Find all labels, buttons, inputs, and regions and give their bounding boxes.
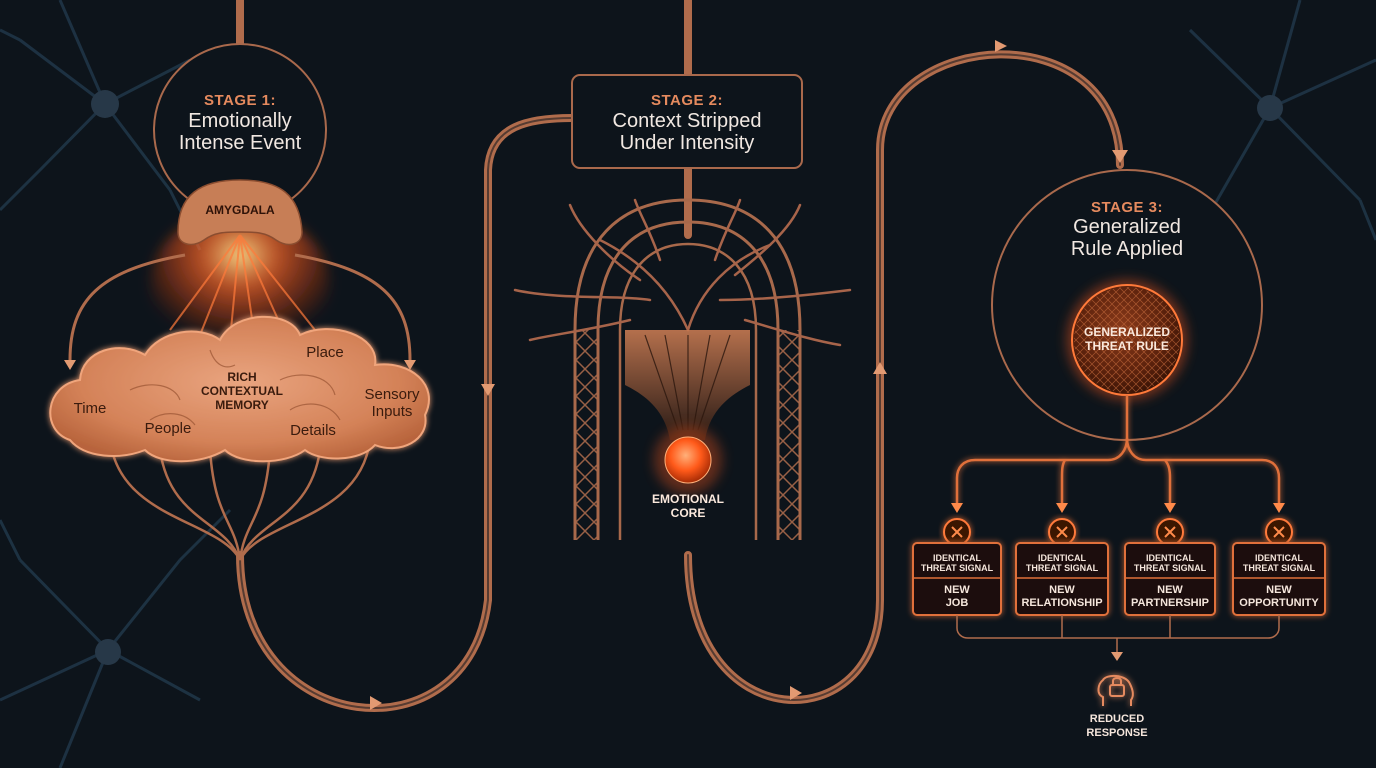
memory-branches	[68, 253, 412, 361]
stage-2-title: Under Intensity	[620, 132, 755, 154]
lock-head-icon	[1097, 674, 1134, 706]
neuron-icon	[0, 508, 232, 768]
branch-arrows	[951, 503, 1285, 513]
emotional-core-label: EMOTIONAL	[652, 492, 724, 506]
x-circle-icon	[1156, 518, 1184, 546]
rule-branches	[955, 395, 1281, 505]
x-circle-icon	[1048, 518, 1076, 546]
arrow-down-icon	[1112, 150, 1128, 163]
threat-rule-label: THREAT RULE	[1085, 339, 1169, 353]
threat-rule-mesh	[1074, 287, 1180, 393]
arrow-down-icon	[1111, 652, 1123, 661]
neuron-icon	[0, 0, 202, 251]
stage-2-box	[571, 74, 803, 169]
stage-2-title: Context Stripped	[613, 110, 762, 132]
arrow-up-icon	[873, 362, 887, 374]
arrow-right-icon	[790, 686, 802, 700]
threat-rule-label: GENERALIZED	[1084, 325, 1170, 339]
stage-3-title: Rule Applied	[1071, 238, 1183, 260]
lattice-left	[575, 330, 598, 540]
signal-label: IDENTICAL	[1038, 553, 1086, 563]
cloud-item-time: Time	[74, 400, 107, 417]
target-label: RELATIONSHIP	[1021, 597, 1102, 609]
arrow-right-icon	[995, 40, 1007, 52]
stage-2: STAGE 2: Context Stripped Under Intensit…	[513, 74, 852, 540]
memory-cloud	[49, 315, 430, 463]
target-label: JOB	[946, 597, 969, 609]
memory-label: CONTEXTUAL	[201, 384, 283, 398]
stage-1-label: STAGE 1:	[204, 92, 276, 109]
target-label: NEW	[1266, 584, 1292, 596]
signal-label: IDENTICAL	[1255, 553, 1303, 563]
cloud-item-sensory: Inputs	[372, 403, 413, 420]
arrow-right-icon	[370, 696, 382, 710]
signal-label: THREAT SIGNAL	[921, 563, 994, 573]
glow-rays	[169, 234, 316, 341]
flow-path-inner	[239, 53, 1121, 709]
memory-label: MEMORY	[215, 398, 269, 412]
neuron-icon	[1148, 0, 1376, 301]
stage-2-label: STAGE 2:	[651, 92, 723, 109]
emotional-core-label: CORE	[671, 506, 706, 520]
arrow-down-icon	[404, 360, 416, 370]
arrow-down-icon	[64, 360, 76, 370]
signal-label: IDENTICAL	[933, 553, 981, 563]
memory-label: RICH	[227, 370, 256, 384]
merge-lines	[956, 615, 1280, 655]
arrow-down-icon	[1273, 503, 1285, 513]
x-circle-icon	[943, 518, 971, 546]
signal-label: THREAT SIGNAL	[1243, 563, 1316, 573]
cloud-item-people: People	[145, 420, 192, 437]
memory-roots	[108, 439, 372, 561]
cloud-folds	[129, 349, 341, 426]
cloud-item-place: Place	[306, 344, 344, 361]
target-label: NEW	[1049, 584, 1075, 596]
stage-1-title: Emotionally	[188, 110, 291, 132]
signal-label: THREAT SIGNAL	[1134, 563, 1207, 573]
target-label: PARTNERSHIP	[1131, 597, 1209, 609]
target-label: OPPORTUNITY	[1239, 597, 1319, 609]
stage-3-title: Generalized	[1073, 216, 1181, 238]
stage-1-title: Intense Event	[179, 132, 302, 154]
stage-3-label: STAGE 3:	[1091, 199, 1163, 216]
target-label: NEW	[1157, 584, 1183, 596]
amygdala	[177, 179, 303, 246]
arrow-down-icon	[481, 384, 495, 396]
arrow-down-icon	[1056, 503, 1068, 513]
amygdala-label: AMYGDALA	[205, 203, 275, 217]
cloud-item-details: Details	[290, 422, 336, 439]
outcome-label: REDUCED	[1090, 713, 1144, 725]
arrow-down-icon	[1164, 503, 1176, 513]
signal-label: IDENTICAL	[1146, 553, 1194, 563]
arrow-down-icon	[951, 503, 963, 513]
emotional-core	[664, 436, 712, 484]
lattice-right	[778, 330, 800, 540]
stage-3: STAGE 3: Generalized Rule Applied GENERA…	[912, 169, 1326, 739]
signal-label: THREAT SIGNAL	[1026, 563, 1099, 573]
target-label: NEW	[944, 584, 970, 596]
flow-arrows	[370, 40, 1128, 710]
stage-1: STAGE 1: Emotionally Intense Event AMYGD…	[49, 43, 430, 561]
stripped-branches	[513, 198, 852, 347]
lattice-arches	[573, 198, 802, 540]
cloud-item-sensory: Sensory	[364, 386, 420, 403]
outcome-label: RESPONSE	[1086, 727, 1147, 739]
x-circle-icon	[1265, 518, 1293, 546]
funnel-streaks	[644, 334, 731, 431]
